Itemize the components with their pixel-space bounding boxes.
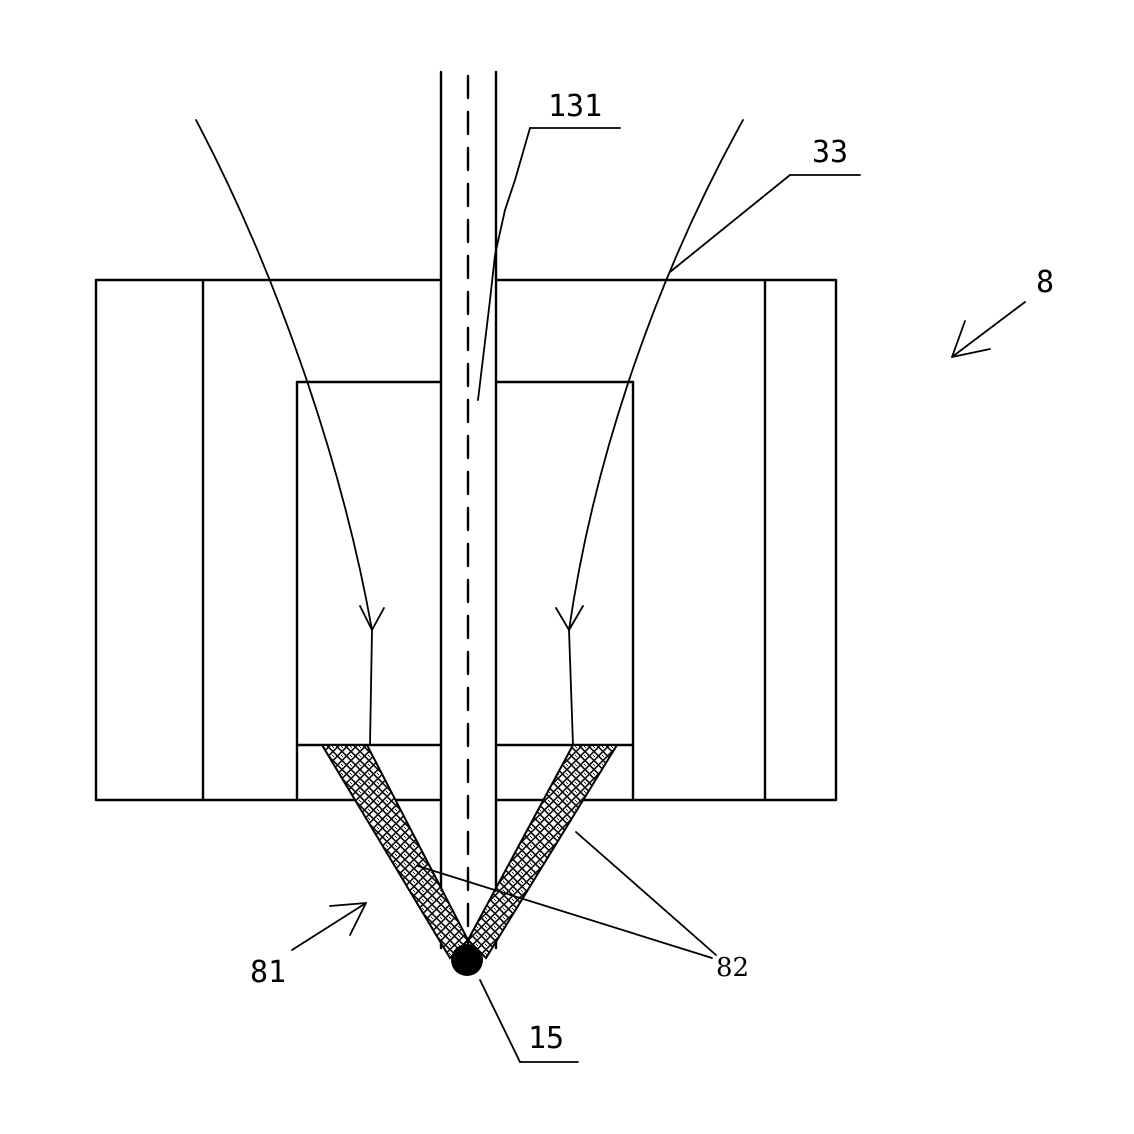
coated-tip [320,744,619,976]
label-8: 8 [1036,265,1054,300]
label-15: 15 [528,1021,564,1056]
label-131: 131 [548,89,602,124]
pointer-arrows [291,301,1026,951]
label-82: 82 [716,953,749,983]
wire-left-arrow [359,605,385,631]
central-fiber [439,70,498,950]
leader-lines [417,127,861,1063]
tip-bead [451,944,483,976]
wire-right [568,119,744,746]
wire-left [195,119,373,746]
label-81: 81 [250,955,286,990]
label-33: 33 [812,135,848,170]
wires [195,119,744,746]
wire-right-arrow [555,605,584,631]
labels: 131 33 8 81 82 15 [250,89,1054,1056]
coating-right [466,744,619,960]
